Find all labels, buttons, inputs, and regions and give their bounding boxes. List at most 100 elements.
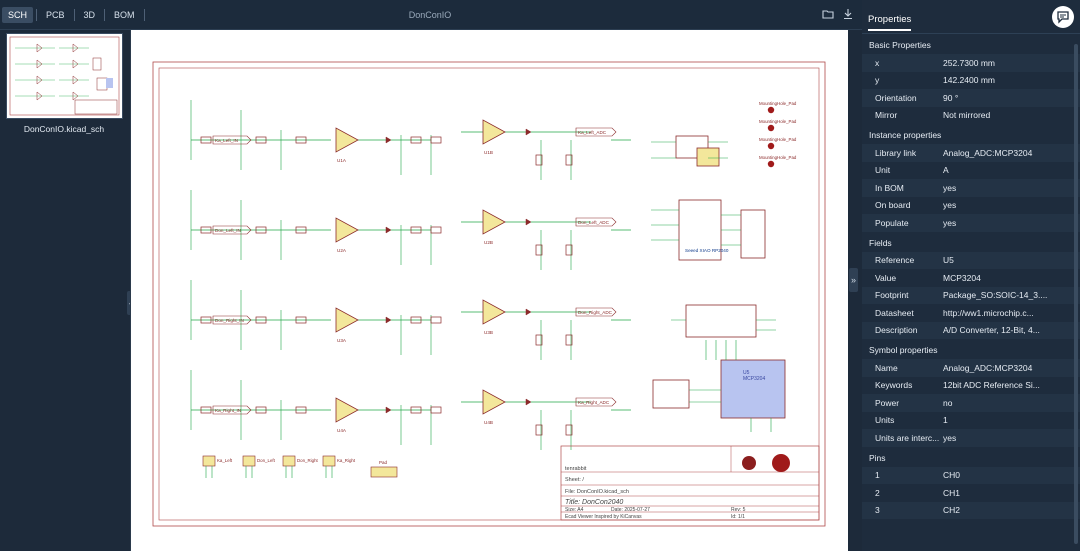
net-label-in: Don_Left_IN: [215, 228, 241, 233]
connector-label: Ka_Right: [337, 458, 356, 463]
property-row[interactable]: On board yes: [862, 197, 1080, 215]
section-instance-heading: Instance properties: [869, 130, 942, 140]
title-sheet: Sheet: /: [565, 477, 584, 483]
property-key: Power: [875, 397, 900, 408]
section-symbol-heading: Symbol properties: [869, 345, 938, 355]
mounting-hole-label: MountingHole_Pad: [759, 119, 797, 124]
property-value: 142.2400 mm: [943, 75, 995, 86]
net-label-in: Don_Right_IN: [215, 318, 244, 323]
mounting-hole-label: MountingHole_Pad: [759, 155, 797, 160]
tab-bom[interactable]: BOM: [114, 10, 135, 20]
property-value: http://ww1.microchip.c...: [943, 307, 1034, 318]
property-key: x: [875, 57, 880, 68]
tab-divider: [73, 9, 75, 21]
property-row[interactable]: 2 CH1: [862, 484, 1080, 502]
tab-sch[interactable]: SCH: [2, 7, 34, 23]
net-label-in: Ka_Left_IN: [215, 138, 238, 143]
property-key: Reference: [875, 255, 915, 266]
net-label-out: Don_Left_ADC: [578, 220, 610, 225]
download-icon[interactable]: [842, 8, 854, 20]
pad-label: Pad: [379, 460, 388, 465]
property-value: 1: [943, 415, 948, 426]
property-value: CH2: [943, 505, 961, 516]
property-key: Unit: [875, 165, 891, 176]
connector-symbol: [282, 455, 296, 467]
open-folder-icon[interactable]: [822, 8, 834, 20]
tab-pcb[interactable]: PCB: [46, 10, 65, 20]
property-key: y: [875, 75, 880, 86]
property-key: Footprint: [875, 290, 909, 301]
opamp-ref-b: U3B: [484, 330, 493, 335]
collapse-right-button[interactable]: »: [849, 268, 858, 292]
property-key: 3: [875, 505, 880, 516]
title-rev: Rev: 5: [731, 507, 746, 513]
property-row[interactable]: Datasheet http://ww1.microchip.c...: [862, 304, 1080, 322]
property-row[interactable]: Power no: [862, 394, 1080, 412]
property-key: Datasheet: [875, 307, 914, 318]
properties-scrollbar[interactable]: [1074, 44, 1078, 544]
title-file: File: DonConIO.kicad_sch: [565, 489, 629, 495]
connector-label: Don_Right: [297, 458, 319, 463]
property-key: Description: [875, 325, 918, 336]
chat-button[interactable]: [1052, 6, 1074, 28]
property-row[interactable]: Populate yes: [862, 214, 1080, 232]
property-value: yes: [943, 200, 957, 211]
schematic-drawing[interactable]: Ka_Left_INKa_Left_ADCU1AU1BDon_Left_INDo…: [131, 30, 847, 551]
tab-3d[interactable]: 3D: [83, 10, 96, 20]
property-key: On board: [875, 200, 911, 211]
file-name[interactable]: DonConIO.kicad_sch: [23, 124, 105, 134]
mcp3204-highlight[interactable]: [720, 359, 786, 419]
section-basic-heading: Basic Properties: [869, 40, 931, 50]
property-row[interactable]: Units are interc...yes: [862, 429, 1080, 447]
opamp-ref-b: U4B: [484, 420, 493, 425]
property-value: Analog_ADC:MCP3204: [943, 362, 1033, 373]
connector-label: Don_Left: [257, 458, 276, 463]
property-row[interactable]: 3 CH2: [862, 501, 1080, 519]
property-key: 2: [875, 487, 880, 498]
connector-symbol: [322, 455, 336, 467]
property-key: Units: [875, 415, 895, 426]
property-row[interactable]: Units 1: [862, 412, 1080, 430]
opamp-ref-a: U3A: [337, 338, 347, 343]
property-value: no: [943, 397, 953, 408]
opamp-ref-a: U2A: [337, 248, 347, 253]
property-value: yes: [943, 217, 957, 228]
chat-icon: [1057, 11, 1069, 24]
property-key: Units are interc...: [875, 432, 940, 443]
property-key: Orientation: [875, 92, 917, 103]
property-value: CH1: [943, 487, 961, 498]
property-key: Populate: [875, 217, 909, 228]
schematic-thumbnail[interactable]: [6, 33, 123, 119]
property-row[interactable]: Description A/D Converter, 12-Bit, 4...: [862, 321, 1080, 339]
property-row[interactable]: Footprint Package_SO:SOIC-14_3....: [862, 286, 1080, 304]
property-value: A/D Converter, 12-Bit, 4...: [943, 325, 1040, 336]
adc-ref: U5: [743, 370, 750, 376]
property-value: Package_SO:SOIC-14_3....: [943, 290, 1048, 301]
mounting-hole-label: MountingHole_Pad: [759, 101, 797, 106]
connector-label: Ka_Left: [217, 458, 233, 463]
pico-label: Seeed XIAO RP2040: [685, 248, 729, 253]
file-panel: DonConIO.kicad_sch: [0, 30, 128, 551]
property-value: 12bit ADC Reference Si...: [943, 380, 1040, 391]
title-block: tenrabbit Sheet: / File: DonConIO.kicad_…: [560, 445, 820, 521]
property-row[interactable]: y 142.2400 mm: [862, 72, 1080, 90]
property-key: Mirror: [875, 110, 898, 121]
properties-title[interactable]: Properties: [868, 14, 912, 31]
mounting-hole-symbol: [767, 106, 775, 114]
title-id: Id: 1/1: [731, 514, 745, 520]
